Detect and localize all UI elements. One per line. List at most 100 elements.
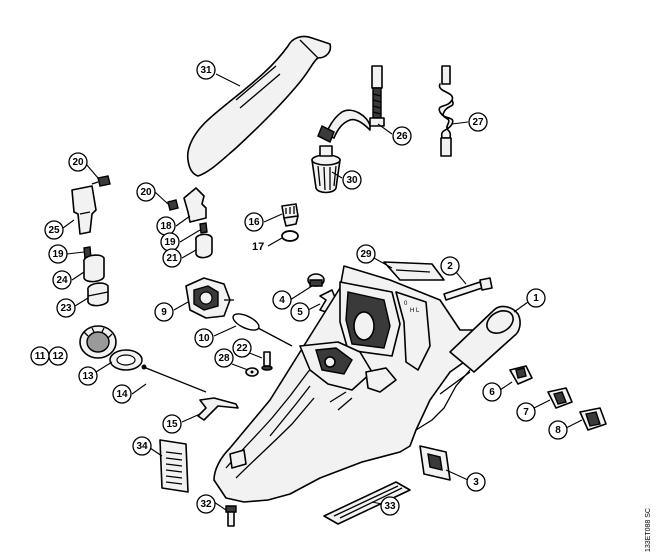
slider-part-6[interactable] xyxy=(509,365,533,385)
callout-c7: 7 xyxy=(516,402,536,422)
callout-circle xyxy=(214,348,234,368)
callout-c29: 29 xyxy=(356,244,376,264)
callout-c21: 21 xyxy=(162,248,182,268)
rod-part[interactable] xyxy=(141,364,207,393)
housing-start-mark: H L xyxy=(410,308,420,314)
o-ring-part-17[interactable] xyxy=(281,230,299,242)
callout-number: 26 xyxy=(396,131,408,142)
callout-number: 25 xyxy=(48,225,60,236)
callout-c19a: 19 xyxy=(48,244,68,264)
cover-plate-part[interactable] xyxy=(383,261,445,281)
part-label-17: 17 xyxy=(252,241,264,253)
callout-number: 19 xyxy=(52,249,64,260)
bracket-part[interactable] xyxy=(71,185,97,235)
bottom-plate-part[interactable] xyxy=(323,481,411,525)
callout-number: 18 xyxy=(160,221,172,232)
pin-part-19b[interactable] xyxy=(199,222,208,234)
callout-circle xyxy=(482,382,502,402)
slider-part-8[interactable] xyxy=(579,407,607,431)
callout-c14: 14 xyxy=(112,384,132,404)
callout-c15: 15 xyxy=(162,414,182,434)
callout-number: 4 xyxy=(279,295,285,306)
callout-number: 11 xyxy=(35,351,46,362)
callout-circle xyxy=(392,126,412,146)
callout-c33: 33 xyxy=(380,496,400,516)
callout-number: 22 xyxy=(236,343,248,354)
screw-part-22[interactable] xyxy=(261,351,273,371)
callout-circle xyxy=(48,346,68,366)
callout-c6: 6 xyxy=(482,382,502,402)
callout-number: 8 xyxy=(555,425,561,436)
callout-number: 19 xyxy=(164,237,176,248)
callout-c13: 13 xyxy=(78,366,98,386)
ring-part[interactable] xyxy=(109,349,143,371)
callout-c20b: 20 xyxy=(136,182,156,202)
callout-number: 5 xyxy=(297,307,303,318)
callout-number: 29 xyxy=(360,249,372,260)
rear-handle-part[interactable] xyxy=(439,305,521,395)
knob-part-24[interactable] xyxy=(83,254,105,283)
callout-circle xyxy=(194,328,214,348)
callout-circle xyxy=(356,244,376,264)
callout-c10: 10 xyxy=(194,328,214,348)
callout-c1: 1 xyxy=(526,288,546,308)
callout-circle xyxy=(232,338,252,358)
callout-c20a: 20 xyxy=(68,152,88,172)
fuel-filter-part[interactable] xyxy=(311,145,341,194)
callout-circle xyxy=(290,302,310,322)
screw-part-32[interactable] xyxy=(225,505,237,527)
callout-number: 28 xyxy=(218,353,230,364)
gasket-part[interactable] xyxy=(231,311,293,347)
callout-circle xyxy=(466,472,486,492)
washer-part-28[interactable] xyxy=(245,367,259,377)
carburetor-part[interactable] xyxy=(185,277,234,319)
callout-number: 7 xyxy=(523,407,529,418)
pickup-hose-part[interactable] xyxy=(438,65,454,157)
callout-number: 12 xyxy=(52,351,64,362)
callout-number: 3 xyxy=(473,477,479,488)
handle-cover-part[interactable] xyxy=(186,35,332,177)
screw-part-upper[interactable] xyxy=(91,175,111,187)
slider-part-7[interactable] xyxy=(547,387,573,409)
lever-part-18[interactable] xyxy=(183,187,207,223)
callout-circle xyxy=(196,494,216,514)
bolt-part[interactable] xyxy=(443,277,493,301)
callout-c4: 4 xyxy=(272,290,292,310)
callout-number: 10 xyxy=(198,333,210,344)
callout-number: 1 xyxy=(533,293,539,304)
callout-circle xyxy=(244,212,264,232)
callout-circle xyxy=(440,256,460,276)
callout-number: 31 xyxy=(200,65,212,76)
valve-part-16[interactable] xyxy=(281,203,299,227)
callout-c12: 12 xyxy=(48,346,68,366)
callout-circle xyxy=(526,288,546,308)
instruction-label-part[interactable] xyxy=(159,439,189,493)
main-housing-part[interactable] xyxy=(213,265,485,503)
callout-c18: 18 xyxy=(156,216,176,236)
callout-number: 9 xyxy=(161,307,167,318)
leader-lines xyxy=(62,73,583,511)
cap-part-23[interactable] xyxy=(87,282,109,307)
callout-c26: 26 xyxy=(392,126,412,146)
callout-c23: 23 xyxy=(56,298,76,318)
lever-part-15[interactable] xyxy=(197,397,239,421)
adjuster-knob-part[interactable] xyxy=(79,325,117,359)
screw-part-20b[interactable] xyxy=(167,199,179,211)
cap-part-4[interactable] xyxy=(307,273,325,287)
callout-c3: 3 xyxy=(466,472,486,492)
callout-circle xyxy=(272,290,292,310)
callout-circle xyxy=(468,112,488,132)
warning-label-part[interactable] xyxy=(419,445,451,481)
callout-number: 20 xyxy=(72,157,84,168)
callout-circle xyxy=(548,420,568,440)
callout-circle xyxy=(342,170,362,190)
callout-circle xyxy=(78,366,98,386)
callout-c24: 24 xyxy=(52,270,72,290)
fuel-hose-part[interactable] xyxy=(317,65,385,143)
callout-circle xyxy=(154,302,174,322)
callout-circle xyxy=(56,298,76,318)
knob-part-21[interactable] xyxy=(195,233,213,259)
callout-number: 27 xyxy=(472,117,484,128)
